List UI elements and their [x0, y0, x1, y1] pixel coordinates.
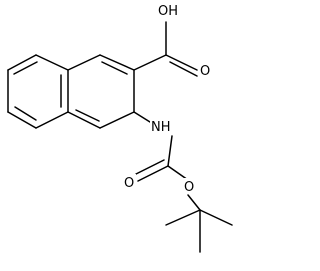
bond [7, 54, 37, 71]
label-bg [198, 62, 212, 78]
label-bg [182, 178, 196, 194]
bond-double [169, 61, 198, 77]
bond [35, 111, 69, 129]
naphthalene-left-ring [7, 54, 69, 129]
bond-double [165, 54, 198, 71]
amine-nh-label: NH [151, 120, 171, 135]
structure-svg: OH O NH O O [7, 2, 233, 253]
naphthalene-right-ring [67, 54, 135, 129]
bond-double [75, 109, 100, 122]
acid-carbonyl-oxygen-label: O [200, 64, 210, 79]
bond [167, 165, 189, 181]
carbamate-group [133, 111, 201, 211]
label-bg [150, 118, 176, 134]
bond [7, 111, 37, 129]
label-bg [158, 2, 180, 18]
carboxylic-acid-group [133, 21, 198, 77]
bond [167, 135, 173, 167]
ester-oxygen-label: O [184, 180, 194, 195]
bond [133, 111, 151, 123]
bond [199, 209, 233, 226]
tert-butyl-group [165, 209, 233, 253]
bond-double [101, 61, 128, 75]
bond [67, 54, 101, 71]
bond-double [14, 106, 37, 121]
bond-double [135, 159, 165, 175]
bond-double [13, 61, 38, 75]
bond-double [137, 165, 169, 182]
bond [99, 111, 135, 129]
bond [165, 209, 201, 226]
bond [99, 54, 135, 71]
bond [133, 54, 167, 71]
bond [67, 111, 101, 129]
bond [35, 54, 69, 71]
hydroxyl-label: OH [158, 4, 178, 19]
carbamate-carbonyl-oxygen-label: O [124, 176, 134, 191]
label-bg [122, 174, 136, 190]
bond [187, 194, 201, 211]
molecule-diagram: OH O NH O O [7, 2, 233, 253]
